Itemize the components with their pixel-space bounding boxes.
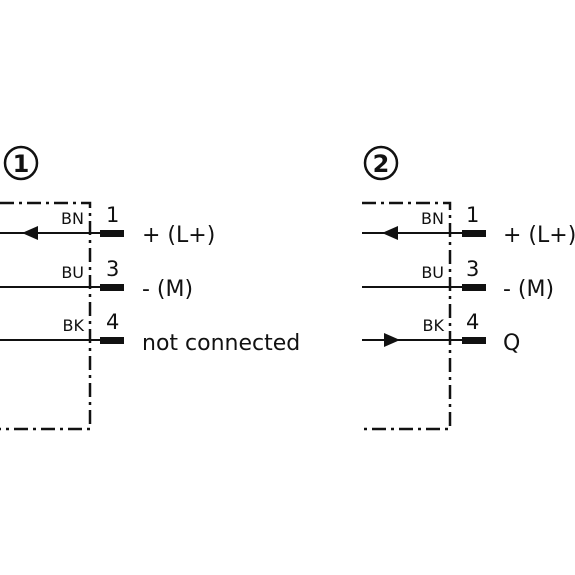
connection-diagram-1: 1 BN 1 + (L+) BU 3 - (M) BK 4 not connec…: [0, 145, 300, 431]
wire-color-label: BK: [63, 316, 85, 335]
pin-number: 1: [106, 203, 119, 227]
signal-label: + (L+): [142, 223, 215, 248]
wire-row-2-bu: BU 3 - (M): [362, 257, 554, 302]
housing-outline-2: [362, 201, 452, 431]
wire-color-label: BU: [421, 263, 444, 282]
diagram-number-2: 2: [373, 150, 390, 178]
wire-color-label: BN: [421, 209, 444, 228]
wire-color-label: BU: [61, 263, 84, 282]
signal-label: not connected: [142, 331, 300, 356]
wire-row-2-bn: BN 1 + (L+): [362, 203, 575, 248]
pin-terminal: [100, 284, 124, 291]
signal-label: Q: [503, 331, 520, 356]
wire-color-label: BK: [423, 316, 445, 335]
circled-number-2: 2: [363, 145, 399, 181]
pin-number: 3: [106, 257, 119, 281]
signal-label: + (L+): [503, 223, 575, 248]
signal-label: - (M): [503, 277, 554, 302]
signal-label: - (M): [142, 277, 193, 302]
pin-terminal: [100, 337, 124, 344]
pin-terminal: [462, 230, 486, 237]
arrow-left-icon: [382, 226, 398, 240]
pin-number: 1: [466, 203, 479, 227]
diagram-number-1: 1: [13, 150, 30, 178]
arrow-left-icon: [22, 226, 38, 240]
pin-terminal: [100, 230, 124, 237]
housing-outline-1: [0, 201, 92, 431]
pin-number: 4: [106, 310, 119, 334]
circled-number-1: 1: [3, 145, 39, 181]
wire-color-label: BN: [61, 209, 84, 228]
pin-terminal: [462, 337, 486, 344]
pin-terminal: [462, 284, 486, 291]
wire-row-1-bn: BN 1 + (L+): [0, 203, 215, 248]
wire-row-1-bu: BU 3 - (M): [0, 257, 193, 302]
arrow-right-icon: [384, 333, 400, 347]
connection-diagram-2: 2 BN 1 + (L+) BU 3 - (M) BK 4 Q: [362, 145, 575, 431]
wire-row-2-bk: BK 4 Q: [362, 310, 520, 356]
pin-number: 3: [466, 257, 479, 281]
pin-number: 4: [466, 310, 479, 334]
wire-row-1-bk: BK 4 not connected: [0, 310, 300, 356]
